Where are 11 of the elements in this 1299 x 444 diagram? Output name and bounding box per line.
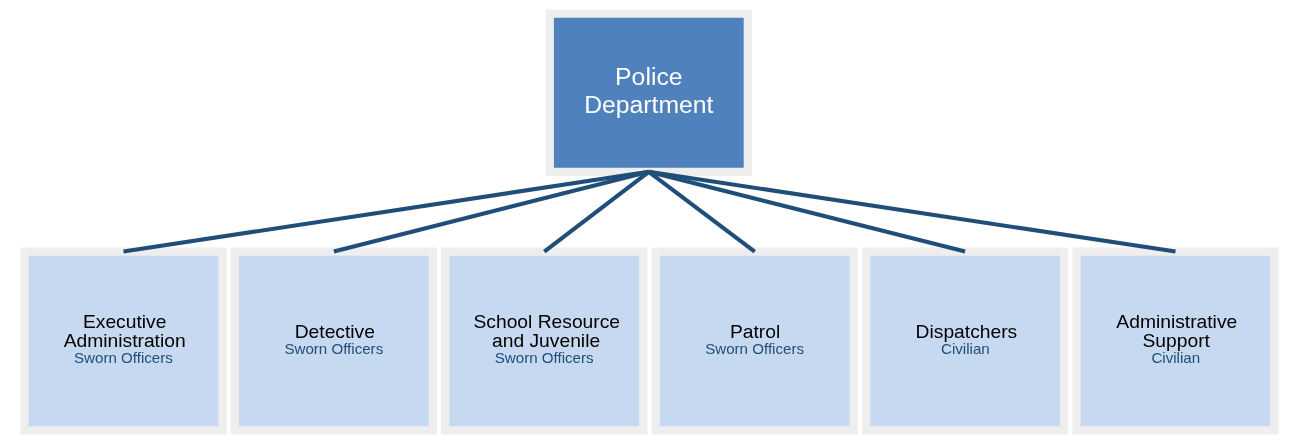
node-box: Detective Sworn Officers bbox=[230, 247, 438, 435]
connector bbox=[648, 169, 1176, 254]
node-box: Administrative Support Civilian bbox=[1072, 247, 1279, 435]
connector bbox=[123, 169, 650, 254]
connector bbox=[333, 169, 650, 254]
connector bbox=[648, 169, 966, 254]
node-box: Executive Administration Sworn Officers bbox=[20, 247, 227, 435]
node-box: School Resource and Juvenile Sworn Officers bbox=[441, 247, 648, 435]
node-box: Police Department bbox=[545, 9, 752, 176]
node-box: Patrol Sworn Officers bbox=[651, 247, 858, 435]
node-box: Dispatchers Civilian bbox=[861, 247, 1069, 435]
